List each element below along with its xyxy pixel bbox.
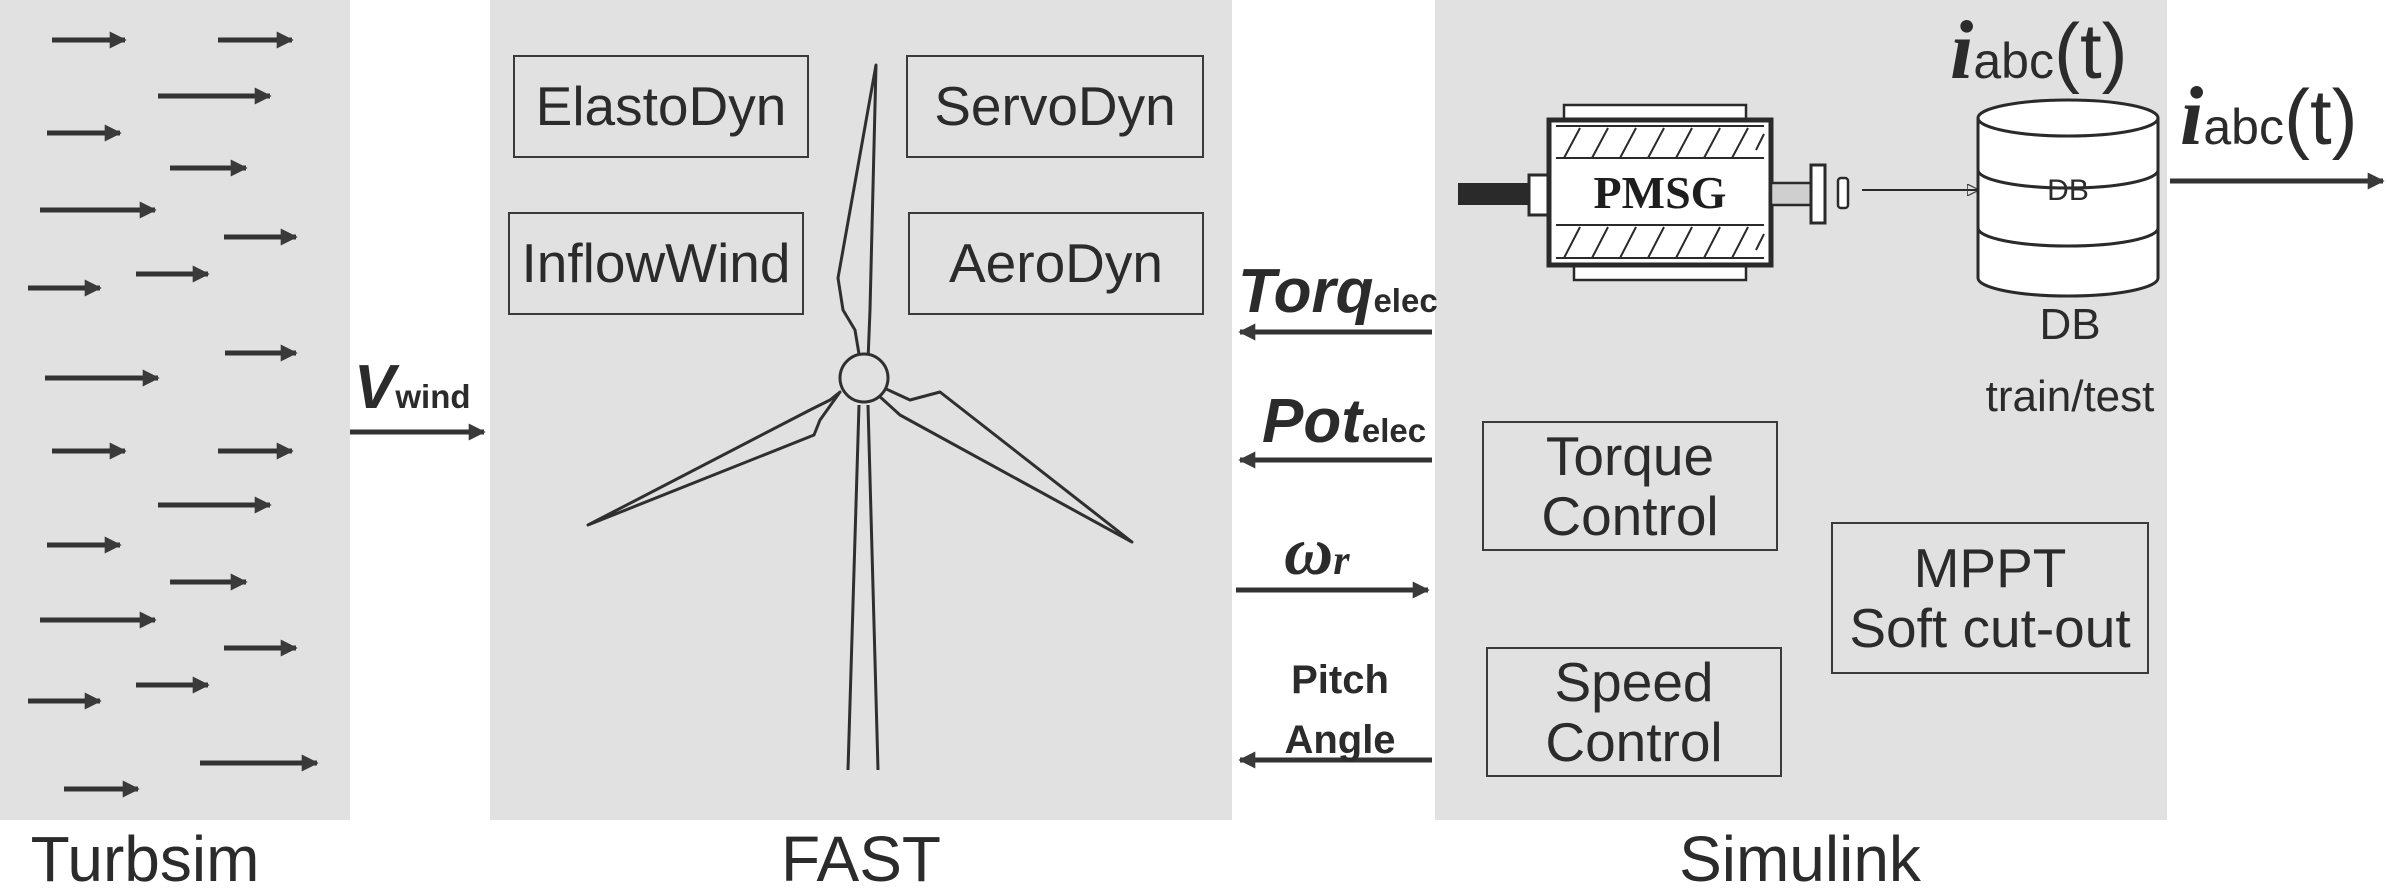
- pitch-angle-line1: Pitch: [1291, 658, 1389, 702]
- db-top: [1976, 98, 2160, 138]
- i-abc-top-arg: (t): [2053, 7, 2128, 95]
- torque-control-line1: Torque: [1545, 424, 1715, 487]
- torque-control-block: Torque Control: [1482, 421, 1778, 551]
- omega-r-label: ωr: [1284, 512, 1350, 591]
- pitch-angle-line2: Angle: [1284, 718, 1396, 762]
- i-abc-output-label: iabc(t): [2180, 68, 2358, 165]
- turbine-hub: [838, 352, 890, 404]
- i-abc-output-symbol: i: [2180, 70, 2204, 163]
- pmsg-sensor: [1836, 176, 1850, 210]
- omega-r-sub: r: [1333, 538, 1350, 584]
- mppt-block: MPPT Soft cut-out: [1831, 522, 2149, 674]
- pmsg-hatch-bottom: [1556, 224, 1765, 259]
- speed-control-block: Speed Control: [1486, 647, 1782, 777]
- inflowwind-module: InflowWind: [508, 212, 804, 315]
- v-wind-symbol: V: [354, 353, 396, 422]
- pot-elec-symbol: Pot: [1262, 387, 1362, 456]
- pmsg-machine: [1458, 103, 1978, 282]
- v-wind-label: Vwind: [354, 352, 471, 423]
- turbine-tower: [846, 404, 880, 771]
- elastodyn-label: ElastoDyn: [535, 75, 787, 138]
- turbine-blade-left: [586, 390, 842, 527]
- db-label-line1: DB: [2039, 300, 2101, 349]
- i-abc-top-symbol: i: [1950, 4, 1974, 97]
- torq-elec-symbol: Torq: [1238, 257, 1374, 326]
- torque-control-line2: Control: [1541, 485, 1719, 547]
- v-wind-sub: wind: [395, 378, 471, 415]
- db-label-line2: train/test: [1985, 372, 2155, 421]
- pitch-angle-label: Pitch Angle: [1270, 650, 1410, 770]
- mppt-line2: Soft cut-out: [1849, 597, 2131, 659]
- db-ring-1: [1976, 169, 2160, 190]
- pmsg-body: [1546, 117, 1774, 268]
- pmsg-coupling: [1527, 173, 1551, 217]
- pot-elec-label: Potelec: [1262, 386, 1426, 457]
- aerodyn-module: AeroDyn: [908, 212, 1204, 315]
- aerodyn-label: AeroDyn: [949, 232, 1163, 295]
- database-icon: [1976, 98, 2160, 298]
- elastodyn-module: ElastoDyn: [513, 55, 809, 158]
- pmsg-shaft: [1458, 183, 1530, 205]
- fast-label: FAST: [780, 823, 942, 895]
- i-abc-top-label: iabc(t): [1950, 2, 2128, 99]
- pmsg-label: PMSG: [1593, 167, 1727, 218]
- turbine-blade-right: [876, 386, 1134, 544]
- i-abc-top-sub: abc: [1973, 33, 2054, 89]
- db-inner-label: DB: [2047, 174, 2089, 207]
- torq-elec-sub: elec: [1373, 282, 1438, 319]
- wind-turbine-icon: [586, 63, 1134, 771]
- inflowwind-label: InflowWind: [521, 232, 791, 295]
- servodyn-label: ServoDyn: [934, 75, 1176, 138]
- db-ring-2: [1976, 227, 2160, 248]
- pmsg-hatch-top: [1556, 125, 1765, 159]
- db-body: [1976, 118, 2160, 298]
- turbine-blade-upper: [836, 63, 878, 380]
- i-abc-output-sub: abc: [2203, 99, 2284, 155]
- speed-control-line1: Speed: [1554, 650, 1714, 713]
- omega-r-symbol: ω: [1284, 513, 1334, 589]
- turbsim-label: Turbsim: [30, 823, 260, 895]
- speed-control-line2: Control: [1545, 711, 1723, 773]
- pmsg-output-shaft: [1769, 181, 1813, 207]
- fast-panel: [490, 0, 1232, 820]
- pot-elec-sub: elec: [1361, 412, 1427, 449]
- mppt-line1: MPPT: [1913, 536, 2067, 599]
- torq-elec-label: Torqelec: [1238, 256, 1438, 327]
- simulink-label: Simulink: [1679, 823, 1921, 895]
- wind-arrows: [28, 31, 319, 798]
- servodyn-module: ServoDyn: [906, 55, 1204, 158]
- pmsg-output-flange: [1809, 163, 1827, 225]
- i-abc-output-arg: (t): [2283, 73, 2358, 161]
